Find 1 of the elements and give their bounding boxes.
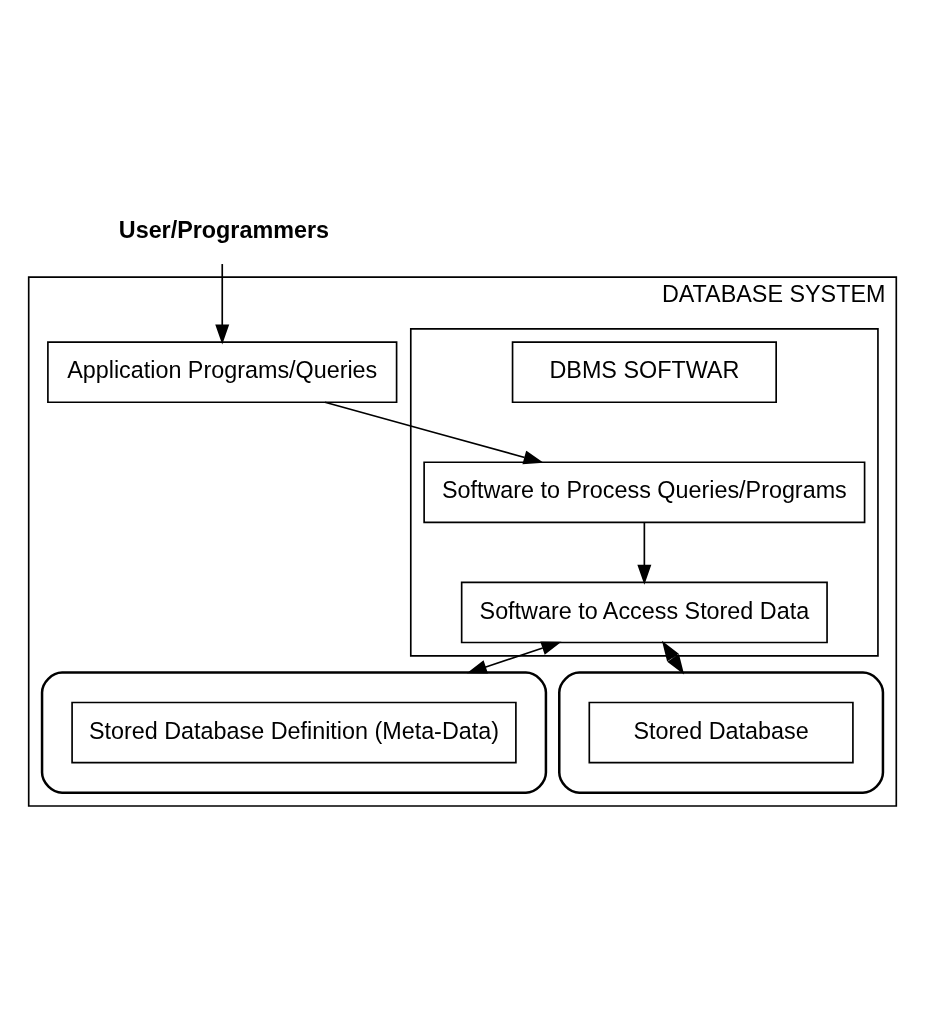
node-text: User/Programmers: [118, 217, 330, 244]
